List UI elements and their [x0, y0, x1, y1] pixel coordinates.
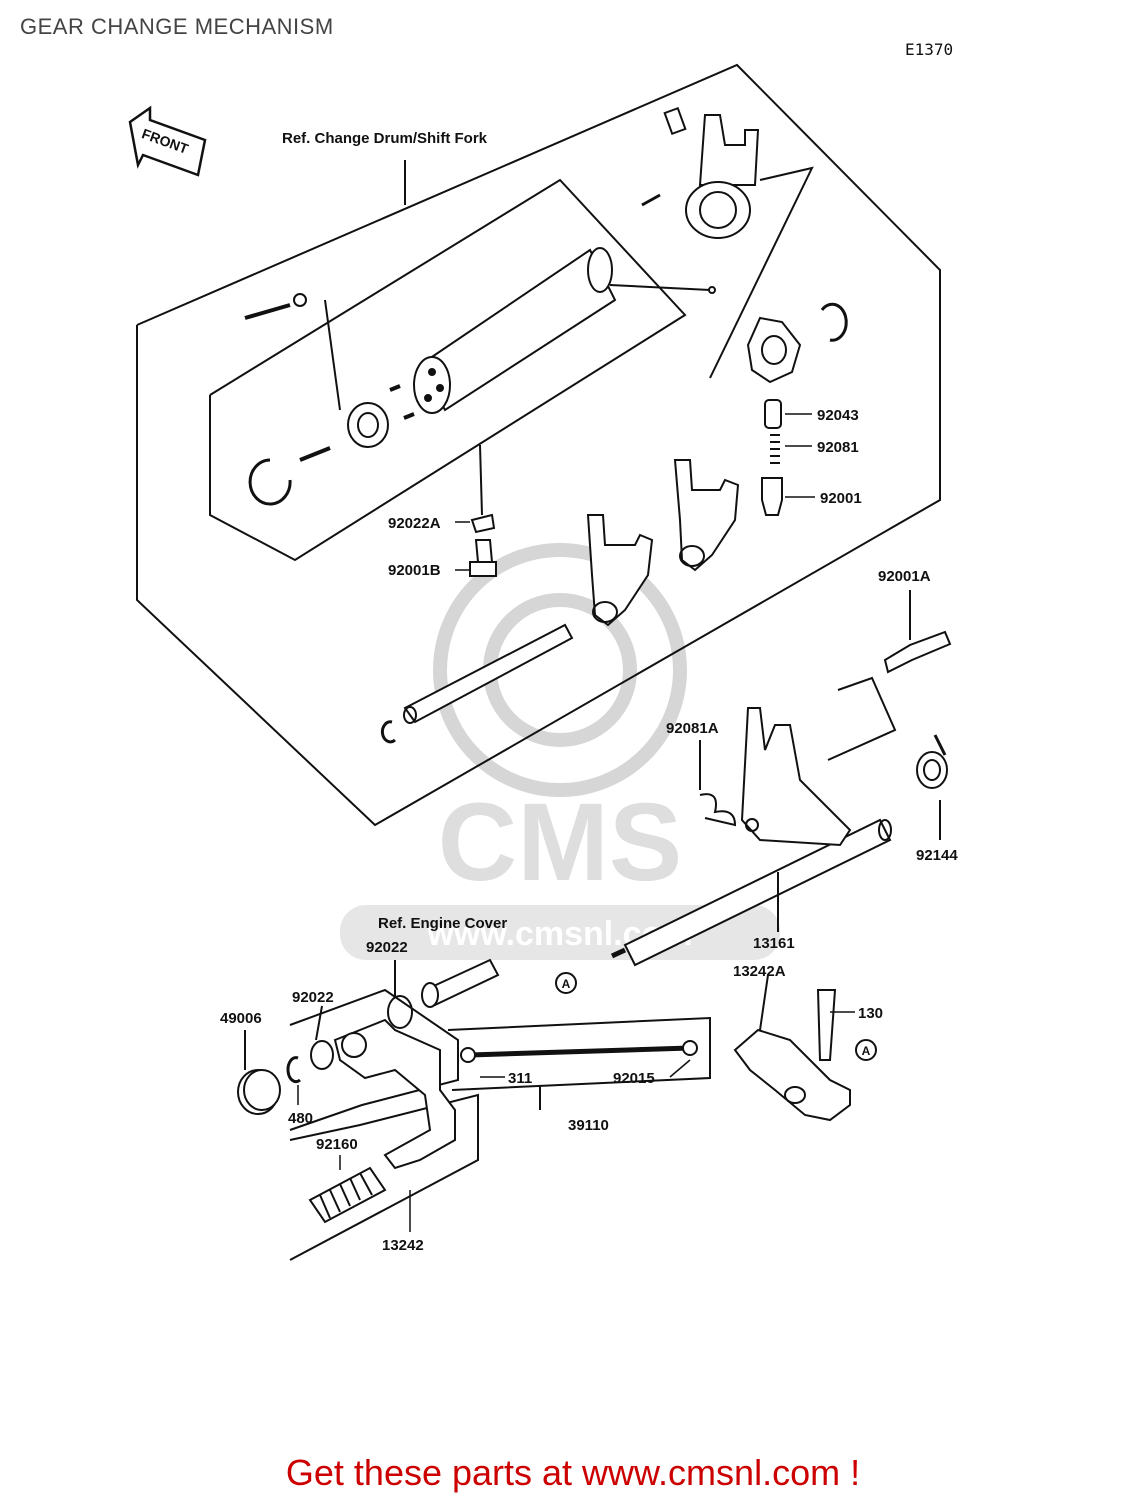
part-label-311: 311	[508, 1070, 532, 1087]
part-label-130: 130	[858, 1005, 883, 1022]
shift-fork-left-part	[586, 514, 654, 627]
part-label-92022A: 92022A	[388, 515, 441, 532]
footer-link[interactable]: Get these parts at www.cmsnl.com !	[285, 1452, 861, 1493]
part-label-13242A: 13242A	[733, 963, 786, 980]
shift-fork-top-part	[641, 106, 760, 239]
shift-rod-part	[403, 623, 574, 724]
callout-a-label-2: A	[862, 1044, 871, 1058]
cap-part	[237, 1069, 281, 1115]
shift-lever-part	[733, 989, 851, 1122]
callout-a-label-1: A	[562, 977, 571, 991]
part-label-13242: 13242	[382, 1237, 424, 1254]
ref-engine-cover-label: Ref. Engine Cover	[378, 915, 507, 932]
part-label-92022-upper: 92022	[366, 939, 408, 956]
shift-drum-part	[413, 247, 617, 414]
part-label-92160: 92160	[316, 1136, 358, 1153]
part-label-39110: 39110	[568, 1117, 609, 1134]
drum-cam-part	[347, 402, 389, 448]
part-label-480: 480	[288, 1110, 313, 1127]
part-label-92144: 92144	[916, 847, 958, 864]
shift-fork-right-part	[673, 459, 740, 572]
shift-pedal-part	[333, 1018, 456, 1170]
callout-a-2: A	[855, 1039, 877, 1061]
shift-shaft-part	[610, 707, 892, 967]
star-plate-part	[746, 316, 802, 384]
tie-rod-part	[460, 1040, 698, 1063]
page-title: GEAR CHANGE MECHANISM	[20, 14, 334, 39]
ref-frame-outline	[136, 63, 941, 827]
part-label-49006: 49006	[220, 1010, 262, 1027]
part-label-92001A: 92001A	[878, 568, 931, 585]
circlip-part	[248, 458, 292, 506]
part-label-92015: 92015	[613, 1070, 655, 1087]
snap-ring-part	[820, 302, 848, 342]
pedal-rubber-part	[308, 1166, 387, 1224]
return-spring-part	[916, 734, 948, 840]
cms-watermark: CMS www.cmsnl.com	[340, 543, 780, 960]
diagram-code: E1370	[905, 40, 954, 59]
part-label-92081A: 92081A	[666, 720, 719, 737]
part-label-92001B: 92001B	[388, 562, 441, 579]
guide-sleeve-part	[421, 958, 500, 1008]
bolt-92001A-part	[883, 590, 952, 674]
callout-a-1: A	[555, 972, 577, 994]
part-label-92022-lower: 92022	[292, 989, 334, 1006]
part-label-92081: 92081	[817, 439, 859, 456]
part-label-92001: 92001	[820, 490, 862, 507]
part-label-92043: 92043	[817, 407, 859, 424]
watermark-brand: CMS	[438, 781, 682, 904]
ref-drum-fork-label: Ref. Change Drum/Shift Fork	[282, 130, 488, 147]
front-arrow-icon	[128, 105, 207, 177]
part-label-13161: 13161	[753, 935, 795, 952]
